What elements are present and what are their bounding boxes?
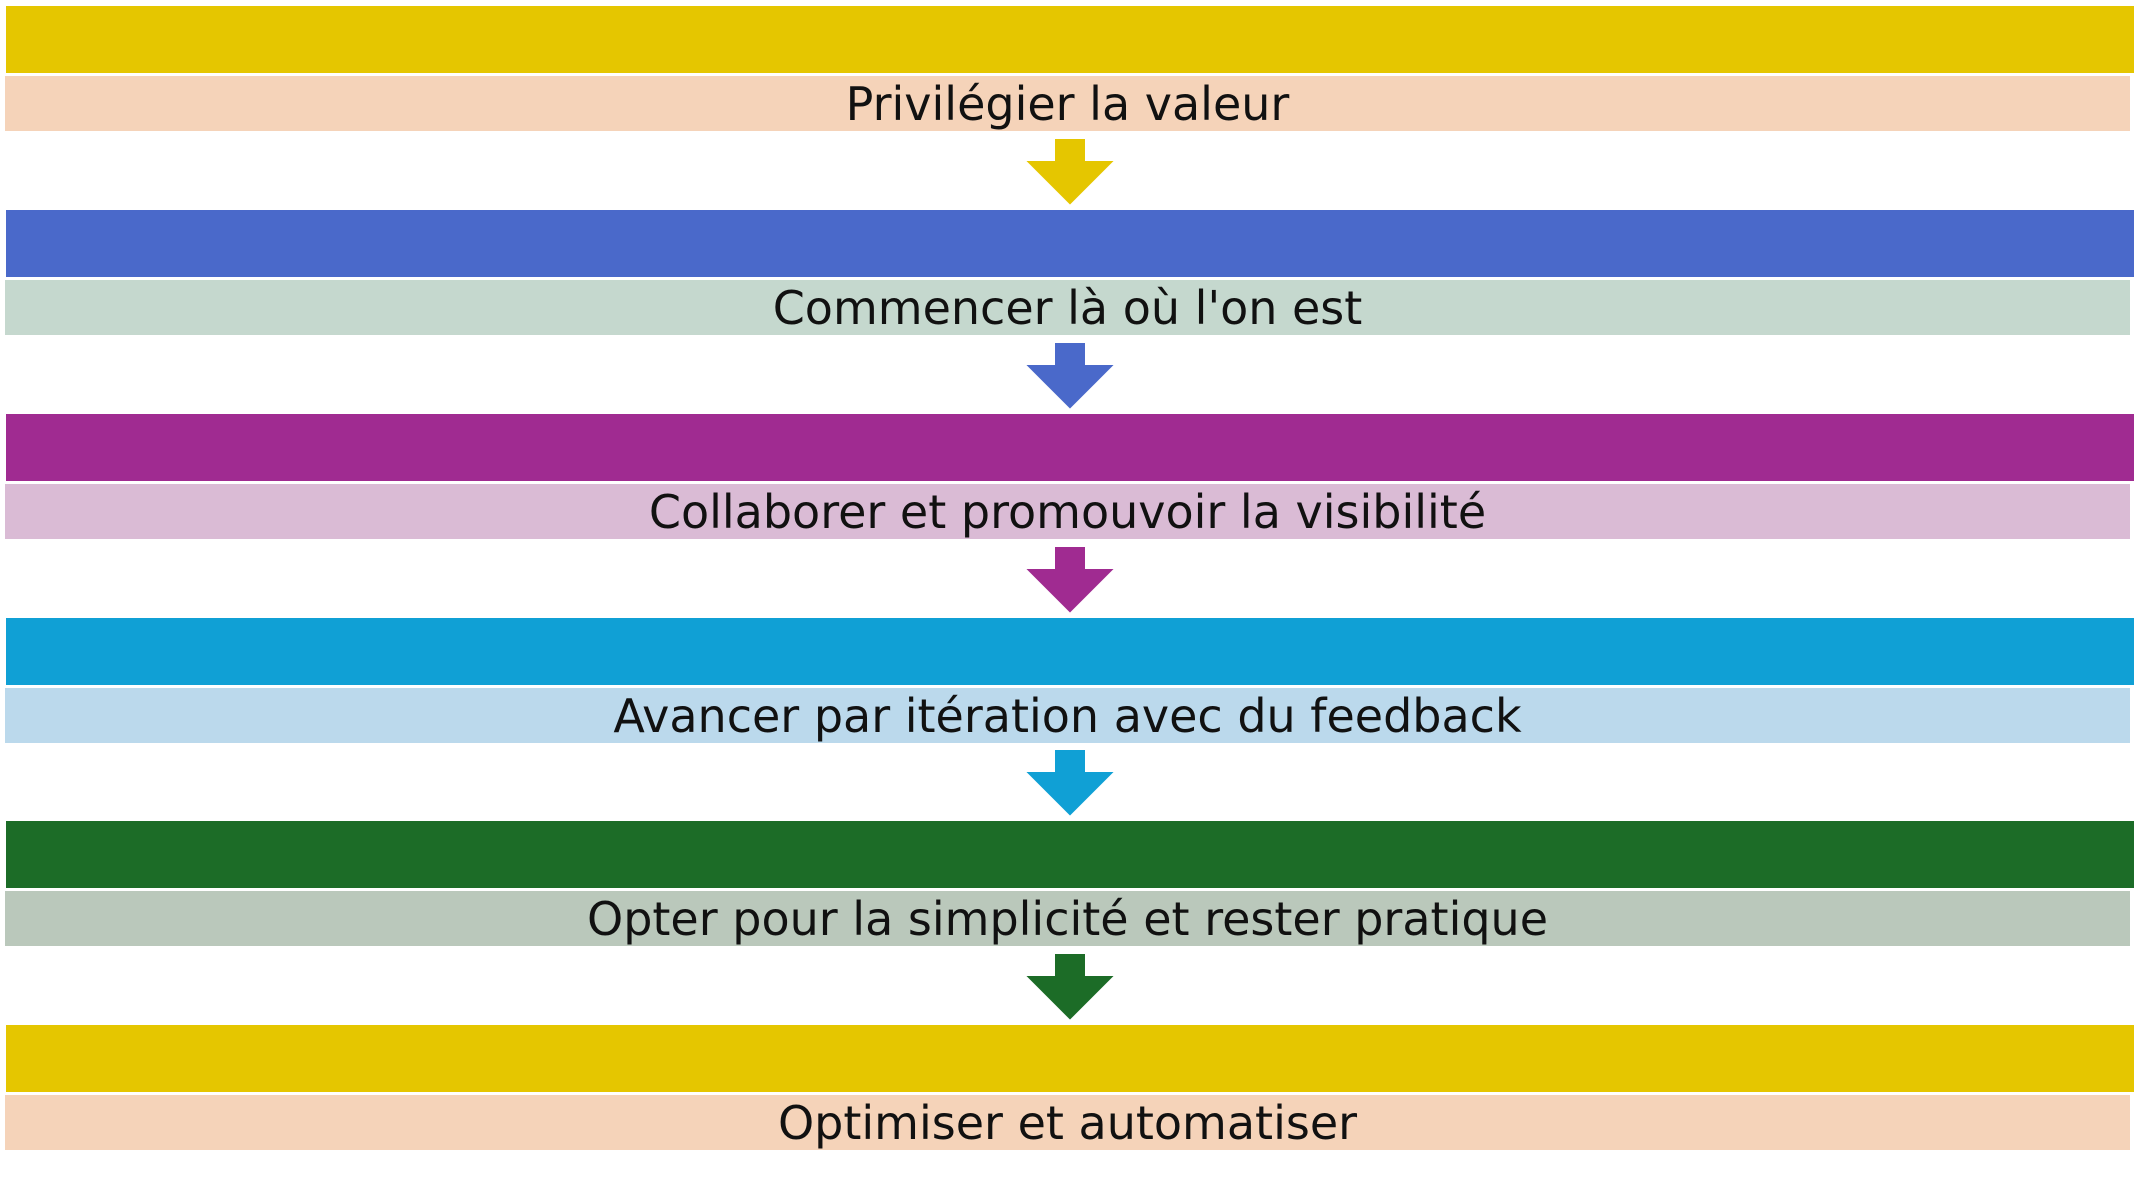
step-label-box: Opter pour la simplicité et rester prati… (2, 888, 2133, 949)
step-label-box: Commencer là où l'on est (2, 277, 2133, 338)
process-step: Privilégier la valeur (0, 6, 2140, 142)
step-label-box: Privilégier la valeur (2, 73, 2133, 134)
step-label-box: Collaborer et promouvoir la visibilité (2, 481, 2133, 542)
step-header-bar (6, 210, 2134, 277)
down-arrow-icon (1024, 342, 1116, 412)
step-header-bar (6, 618, 2134, 685)
step-label-box: Avancer par itération avec du feedback (2, 685, 2133, 746)
step-label: Avancer par itération avec du feedback (613, 688, 1522, 743)
step-header-bar (6, 414, 2134, 481)
process-step: Opter pour la simplicité et rester prati… (0, 821, 2140, 957)
step-label: Optimiser et automatiser (777, 1095, 1358, 1150)
step-label: Commencer là où l'on est (772, 280, 1363, 335)
process-step: Avancer par itération avec du feedback (0, 618, 2140, 754)
step-header-bar (6, 1025, 2134, 1092)
process-step: Optimiser et automatiser (0, 1025, 2140, 1161)
step-label: Privilégier la valeur (845, 76, 1290, 131)
down-arrow-icon (1024, 546, 1116, 616)
step-label: Opter pour la simplicité et rester prati… (586, 891, 1548, 946)
process-step: Commencer là où l'on est (0, 210, 2140, 346)
down-arrow-icon (1024, 953, 1116, 1023)
step-header-bar (6, 821, 2134, 888)
down-arrow-icon (1024, 138, 1116, 208)
process-step: Collaborer et promouvoir la visibilité (0, 414, 2140, 550)
down-arrow-icon (1024, 749, 1116, 819)
step-header-bar (6, 6, 2134, 73)
step-label: Collaborer et promouvoir la visibilité (648, 484, 1487, 539)
step-label-box: Optimiser et automatiser (2, 1092, 2133, 1153)
